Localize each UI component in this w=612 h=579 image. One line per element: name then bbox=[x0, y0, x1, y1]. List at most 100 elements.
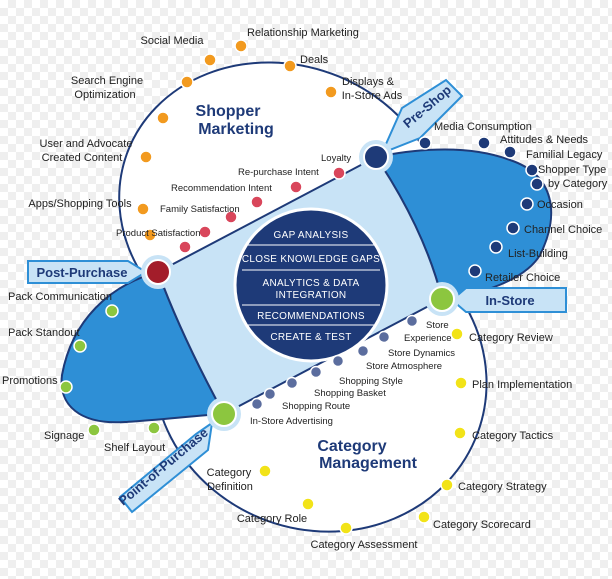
label-category-strategy: Category Strategy bbox=[458, 481, 547, 493]
label-promotions: Promotions bbox=[2, 375, 58, 387]
node-occasion bbox=[520, 197, 534, 211]
post-purchase-hub bbox=[145, 259, 171, 285]
node-list-building bbox=[489, 240, 503, 254]
category-management-title-line1: Category bbox=[317, 438, 386, 455]
node-in-store-advertising bbox=[250, 397, 264, 411]
center-item-recommendations: RECOMMENDATIONS bbox=[257, 311, 365, 322]
label-store-atmosphere: Store Atmosphere bbox=[366, 361, 442, 372]
label-media-consumption: Media Consumption bbox=[434, 121, 532, 133]
label-plan-implementation: Plan Implementation bbox=[472, 379, 572, 391]
label-category-assessment: Category Assessment bbox=[311, 539, 418, 551]
label-displays-line1: Displays & bbox=[342, 76, 395, 88]
node-category-tactics bbox=[453, 426, 467, 440]
label-category-scorecard: Category Scorecard bbox=[433, 519, 531, 531]
label-list-building: List-Building bbox=[508, 248, 568, 260]
post-purchase-pointer: Post-Purchase bbox=[27, 260, 148, 284]
label-category-definition-line1: Category bbox=[207, 467, 252, 479]
label-familial-legacy: Familial Legacy bbox=[526, 149, 603, 161]
label-category-role: Category Role bbox=[237, 513, 307, 525]
node-shopping-route bbox=[263, 387, 277, 401]
label-signage: Signage bbox=[44, 430, 84, 442]
label-shopper-type-line2: by Category bbox=[548, 178, 608, 190]
label-retailer-choice: Retailer Choice bbox=[485, 272, 560, 284]
point-of-purchase-hub bbox=[211, 401, 237, 427]
center-circle bbox=[233, 207, 389, 363]
label-loyalty: Loyalty bbox=[321, 153, 351, 164]
label-apps-tools: Apps/Shopping Tools bbox=[28, 198, 132, 210]
center-item-gap-analysis: GAP ANALYSIS bbox=[274, 230, 349, 241]
label-shelf-layout: Shelf Layout bbox=[104, 442, 165, 454]
node-signage bbox=[87, 423, 101, 437]
in-store-label: In-Store bbox=[485, 293, 534, 308]
label-user-content-line2: Created Content bbox=[42, 152, 123, 164]
label-category-definition-line2: Definition bbox=[207, 481, 253, 493]
node-store-atmosphere bbox=[331, 354, 345, 368]
node-relationship-marketing bbox=[234, 39, 248, 53]
label-category-review: Category Review bbox=[469, 332, 553, 344]
post-purchase-label: Post-Purchase bbox=[36, 265, 127, 280]
node-seo-2 bbox=[156, 111, 170, 125]
node-retailer-choice bbox=[468, 264, 482, 278]
shopper-marketing-title-line1: Shopper bbox=[196, 103, 261, 120]
in-store-pointer: In-Store bbox=[450, 287, 567, 313]
node-category-role bbox=[301, 497, 315, 511]
label-occasion: Occasion bbox=[537, 199, 583, 211]
label-relationship-marketing: Relationship Marketing bbox=[247, 27, 359, 39]
node-seo bbox=[180, 75, 194, 89]
node-shelf-layout bbox=[147, 421, 161, 435]
center-item-integration: INTEGRATION bbox=[276, 290, 347, 301]
node-promotions bbox=[59, 380, 73, 394]
node-repurchase-intent bbox=[289, 180, 303, 194]
node-category-assessment bbox=[339, 521, 353, 535]
label-recommendation-intent: Recommendation Intent bbox=[171, 183, 272, 194]
label-shopper-type-line1: Shopper Type bbox=[538, 164, 606, 176]
in-store-hub bbox=[429, 286, 455, 312]
node-product-satisfaction-2 bbox=[178, 240, 192, 254]
label-repurchase-intent: Re-purchase Intent bbox=[238, 167, 319, 178]
label-seo-line2: Optimization bbox=[74, 89, 135, 101]
node-store-experience-2 bbox=[377, 330, 391, 344]
label-attitudes-needs: Attitudes & Needs bbox=[500, 134, 589, 146]
label-shopping-basket: Shopping Basket bbox=[314, 388, 386, 399]
node-category-scorecard bbox=[417, 510, 431, 524]
node-familial-legacy bbox=[503, 145, 517, 159]
label-family-satisfaction: Family Satisfaction bbox=[160, 204, 240, 215]
label-category-tactics: Category Tactics bbox=[472, 430, 554, 442]
node-family-satisfaction bbox=[224, 210, 238, 224]
node-shopping-basket bbox=[285, 376, 299, 390]
center-item-analytics-data: ANALYTICS & DATA bbox=[262, 278, 359, 289]
node-apps-tools bbox=[136, 202, 150, 216]
category-management-title-line2: Management bbox=[319, 455, 417, 472]
label-shopping-style: Shopping Style bbox=[339, 376, 403, 387]
node-channel-choice bbox=[506, 221, 520, 235]
node-plan-implementation bbox=[454, 376, 468, 390]
node-pack-communication bbox=[105, 304, 119, 318]
node-store-dynamics bbox=[356, 344, 370, 358]
label-experience: Experience bbox=[404, 333, 452, 344]
node-pack-standout bbox=[73, 339, 87, 353]
label-product-satisfaction: Product Satisfaction bbox=[116, 228, 201, 239]
node-apps-tools-2 bbox=[143, 228, 157, 242]
label-pack-standout: Pack Standout bbox=[8, 327, 80, 339]
label-store-dynamics: Store Dynamics bbox=[388, 348, 455, 359]
label-user-content-line1: User and Advocate bbox=[40, 138, 133, 150]
node-social-media bbox=[203, 53, 217, 67]
label-store: Store bbox=[426, 320, 449, 331]
node-media-consumption bbox=[418, 136, 432, 150]
node-attitudes-needs bbox=[477, 136, 491, 150]
node-recommendation-intent bbox=[250, 195, 264, 209]
node-category-review bbox=[450, 327, 464, 341]
label-displays-line2: In-Store Ads bbox=[342, 90, 403, 102]
label-social-media: Social Media bbox=[141, 35, 205, 47]
node-product-satisfaction bbox=[198, 225, 212, 239]
node-category-strategy bbox=[440, 478, 454, 492]
shopper-marketing-title-line2: Marketing bbox=[198, 121, 274, 138]
label-pack-communication: Pack Communication bbox=[8, 291, 112, 303]
label-in-store-advertising: In-Store Advertising bbox=[250, 416, 333, 427]
node-shopper-type-2 bbox=[530, 177, 544, 191]
label-deals: Deals bbox=[300, 54, 329, 66]
node-shopping-style bbox=[309, 365, 323, 379]
center-item-create-test: CREATE & TEST bbox=[270, 332, 351, 343]
